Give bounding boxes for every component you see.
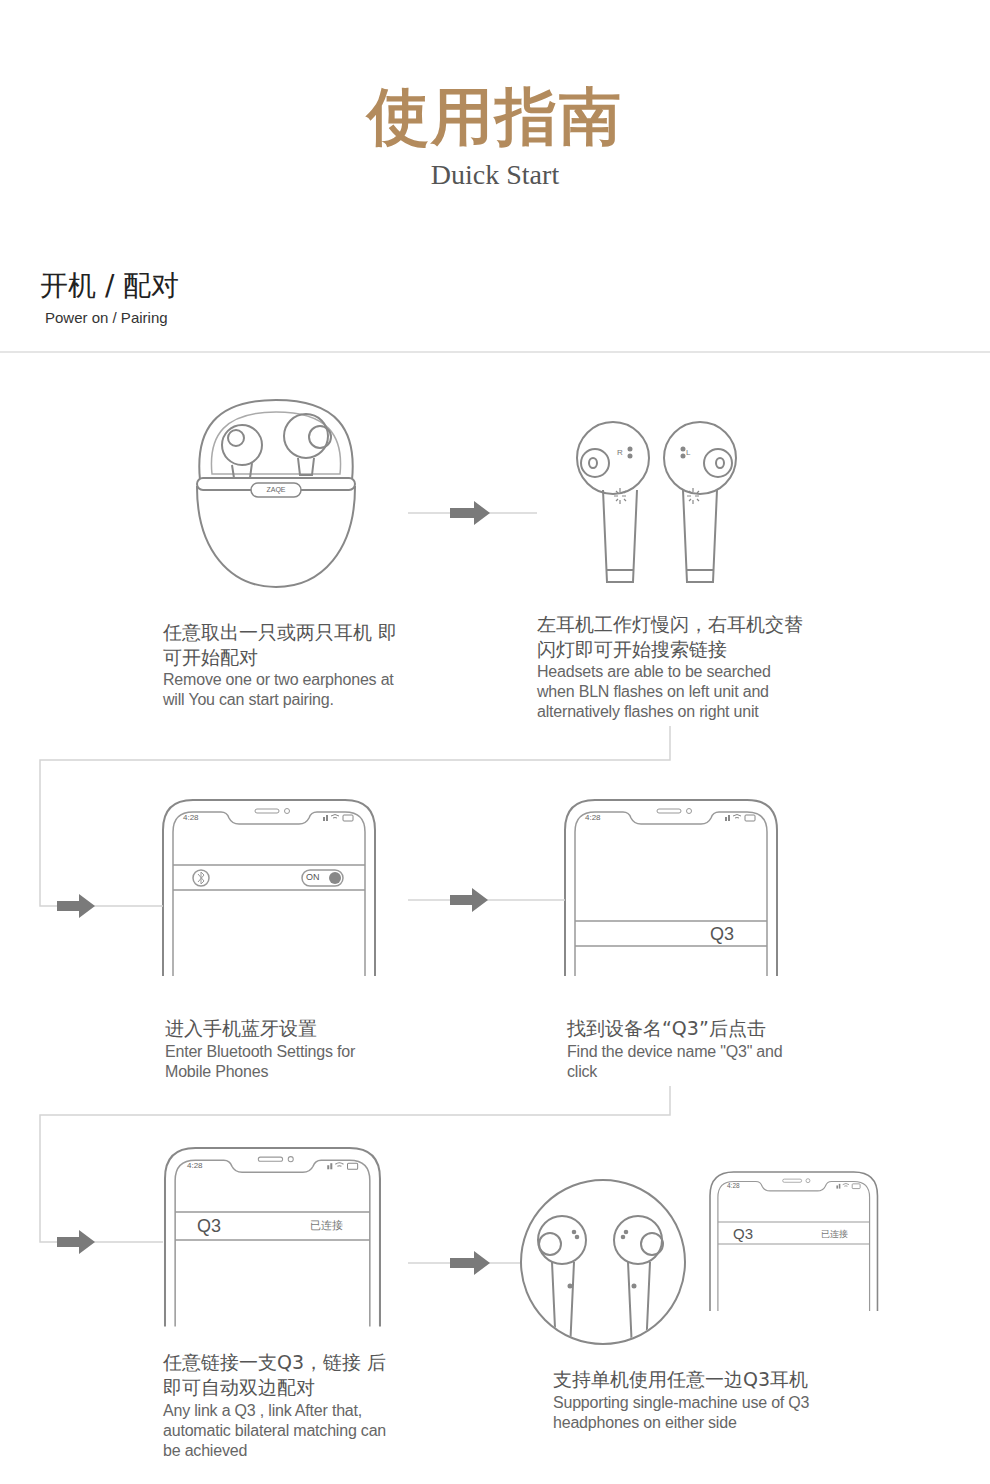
step-phone: 4:28Q3 已连接任意链接一支Q3，链接 后即可自动双边配对Any link a…: [163, 1148, 408, 1465]
brand-mark: ZAQE: [251, 485, 301, 495]
device-name: Q3: [710, 923, 750, 945]
phone-outline: [165, 1148, 380, 1326]
section-subheading: Power on / Pairing: [45, 309, 245, 327]
caption-cn: 左耳机工作灯慢闪，右耳机交替 闪灯即可开始搜索链接: [537, 612, 807, 662]
caption-en: Any link a Q3 , link After that, automat…: [163, 1401, 403, 1461]
status-time: 4:28: [727, 1182, 751, 1190]
caption-en: Remove one or two earphones at will You …: [163, 670, 408, 710]
flow-arrow: [408, 1251, 520, 1275]
earbuds-pair: [577, 422, 736, 582]
charging-case: [197, 400, 355, 587]
phone-outline: [163, 800, 375, 976]
device-row: [718, 1222, 869, 1244]
device-row: [575, 921, 767, 946]
caption-en: Find the device name "Q3" and click: [567, 1042, 807, 1082]
step-case: 任意取出一只或两只耳机 即可开始配对Remove one or two earp…: [163, 395, 408, 714]
bluetooth-row: [173, 865, 365, 890]
step-phone: 4:28Q3 找到设备名“Q3”后点击Find the device name "…: [565, 800, 810, 1086]
caption-cn: 进入手机蓝牙设置: [165, 1016, 405, 1041]
status-text: 已连接: [821, 1228, 865, 1240]
device-row: [175, 1212, 370, 1240]
caption-cn: 找到设备名“Q3”后点击: [567, 1016, 807, 1041]
phone-outline: [565, 800, 777, 976]
caption-cn: 支持单机使用任意一边Q3耳机: [553, 1367, 853, 1392]
side-mark: L: [686, 448, 696, 458]
flow-arrow: [408, 888, 565, 912]
toggle-text: ON: [306, 872, 328, 883]
connector-line: [40, 1086, 670, 1242]
single-earbuds: [538, 1216, 663, 1350]
phone-outline: [165, 1148, 380, 1326]
status-time: 4:28: [183, 813, 213, 823]
device-name: Q3: [197, 1215, 237, 1237]
device-name: Q3: [733, 1225, 767, 1243]
step-phone: 4:28ON 进入手机蓝牙设置Enter Bluetooth Settings f…: [163, 800, 408, 1086]
step-earbuds: 左耳机工作灯慢闪，右耳机交替 闪灯即可开始搜索链接Headsets are ab…: [537, 415, 807, 726]
caption-cn: 任意取出一只或两只耳机 即可开始配对: [163, 620, 403, 670]
side-mark: R: [617, 448, 627, 458]
caption-cn: 任意链接一支Q3，链接 后即可自动双边配对: [163, 1350, 403, 1400]
arrow-head: [57, 1230, 95, 1254]
caption-en: Supporting single-machine use of Q3 head…: [553, 1393, 853, 1433]
status-time: 4:28: [585, 813, 615, 823]
connector-line: [40, 726, 670, 906]
phone-outline: [710, 1172, 877, 1311]
arrow-head: [450, 888, 488, 912]
arrow-head: [450, 501, 490, 525]
flow-arrow: [408, 501, 537, 525]
status-time: 4:28: [187, 1161, 217, 1171]
step-single: 4:28Q3 已连接支持单机使用任意一边Q3耳机Supporting single…: [520, 1172, 882, 1437]
status-text: 已连接: [310, 1219, 360, 1233]
zoom-circle: [521, 1180, 685, 1344]
flow-arrow: [40, 726, 670, 918]
caption-en: Headsets are able to be searched when BL…: [537, 662, 805, 722]
phone-outline: [163, 800, 375, 976]
phone-outline: [565, 800, 777, 976]
arrow-head: [450, 1251, 490, 1275]
subtitle: Duick Start: [0, 158, 990, 192]
arrow-head: [57, 894, 95, 918]
caption-en: Enter Bluetooth Settings for Mobile Phon…: [165, 1042, 405, 1082]
divider-line: [0, 351, 990, 353]
phone-outline: [710, 1172, 877, 1311]
page-title: 使用指南: [0, 80, 990, 154]
flow-arrow: [40, 1086, 670, 1254]
section-heading: 开机 / 配对: [40, 268, 240, 304]
